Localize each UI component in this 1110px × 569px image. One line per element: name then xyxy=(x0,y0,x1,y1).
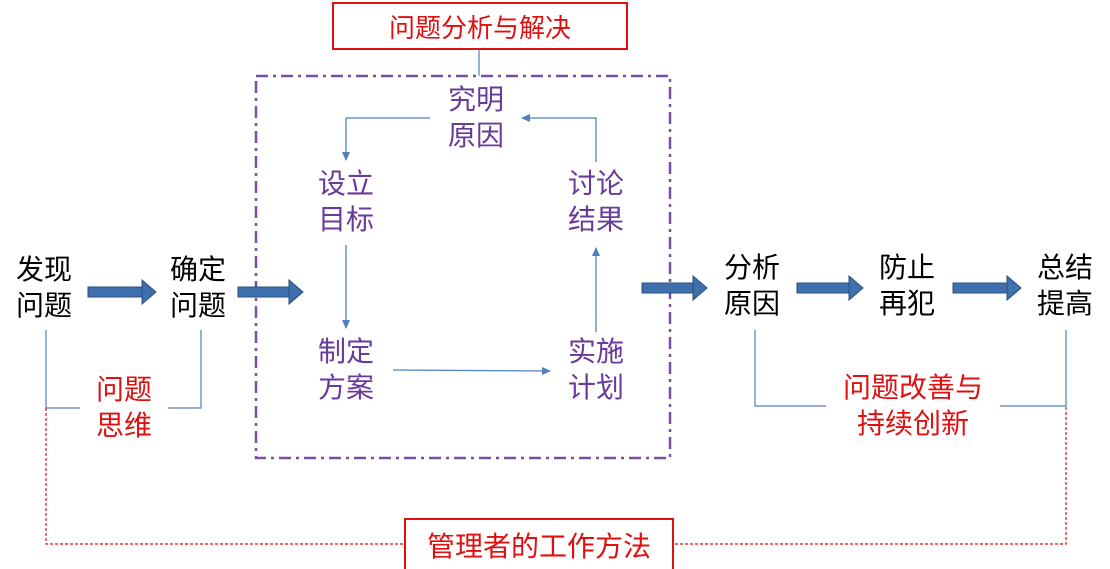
flow-arrow-5 xyxy=(952,274,1022,302)
method-bracket-left xyxy=(45,408,404,545)
flow-arrow-3 xyxy=(641,274,708,302)
cycle-arrow-plan-to-implement xyxy=(392,366,551,375)
improve-bracket-left xyxy=(754,330,826,407)
node-discover-problem: 发现 问题 xyxy=(15,253,72,322)
label-problem-thinking: 问题 思维 xyxy=(95,373,152,442)
node-discuss-result: 讨论 结果 xyxy=(567,167,624,236)
flow-arrow-4 xyxy=(796,274,864,302)
node-find-cause: 究明 原因 xyxy=(447,83,504,152)
footer-box: 管理者的工作方法 xyxy=(404,518,674,569)
analysis-frame xyxy=(254,74,672,460)
thinking-bracket-right xyxy=(168,330,202,409)
node-confirm-problem: 确定 问题 xyxy=(169,253,226,322)
cycle-arrow-cause-to-goal xyxy=(342,117,430,161)
node-implement-plan: 实施 计划 xyxy=(567,335,624,404)
flow-arrow-2 xyxy=(237,278,304,306)
node-prevent-recurrence: 防止 再犯 xyxy=(878,251,935,320)
title-box: 问题分析与解决 xyxy=(332,2,628,50)
flow-arrow-1 xyxy=(87,278,157,306)
method-bracket-right xyxy=(670,406,1067,545)
node-summarize-improve: 总结 提高 xyxy=(1036,251,1093,320)
cycle-arrow-discuss-to-cause xyxy=(521,114,597,162)
node-set-goal: 设立 目标 xyxy=(317,167,374,236)
node-make-plan: 制定 方案 xyxy=(317,335,374,404)
thinking-bracket xyxy=(45,330,80,409)
improve-bracket-right xyxy=(1000,330,1067,407)
node-analyze-cause: 分析 原因 xyxy=(723,251,780,320)
label-improve-innovate: 问题改善与 持续创新 xyxy=(842,371,983,440)
